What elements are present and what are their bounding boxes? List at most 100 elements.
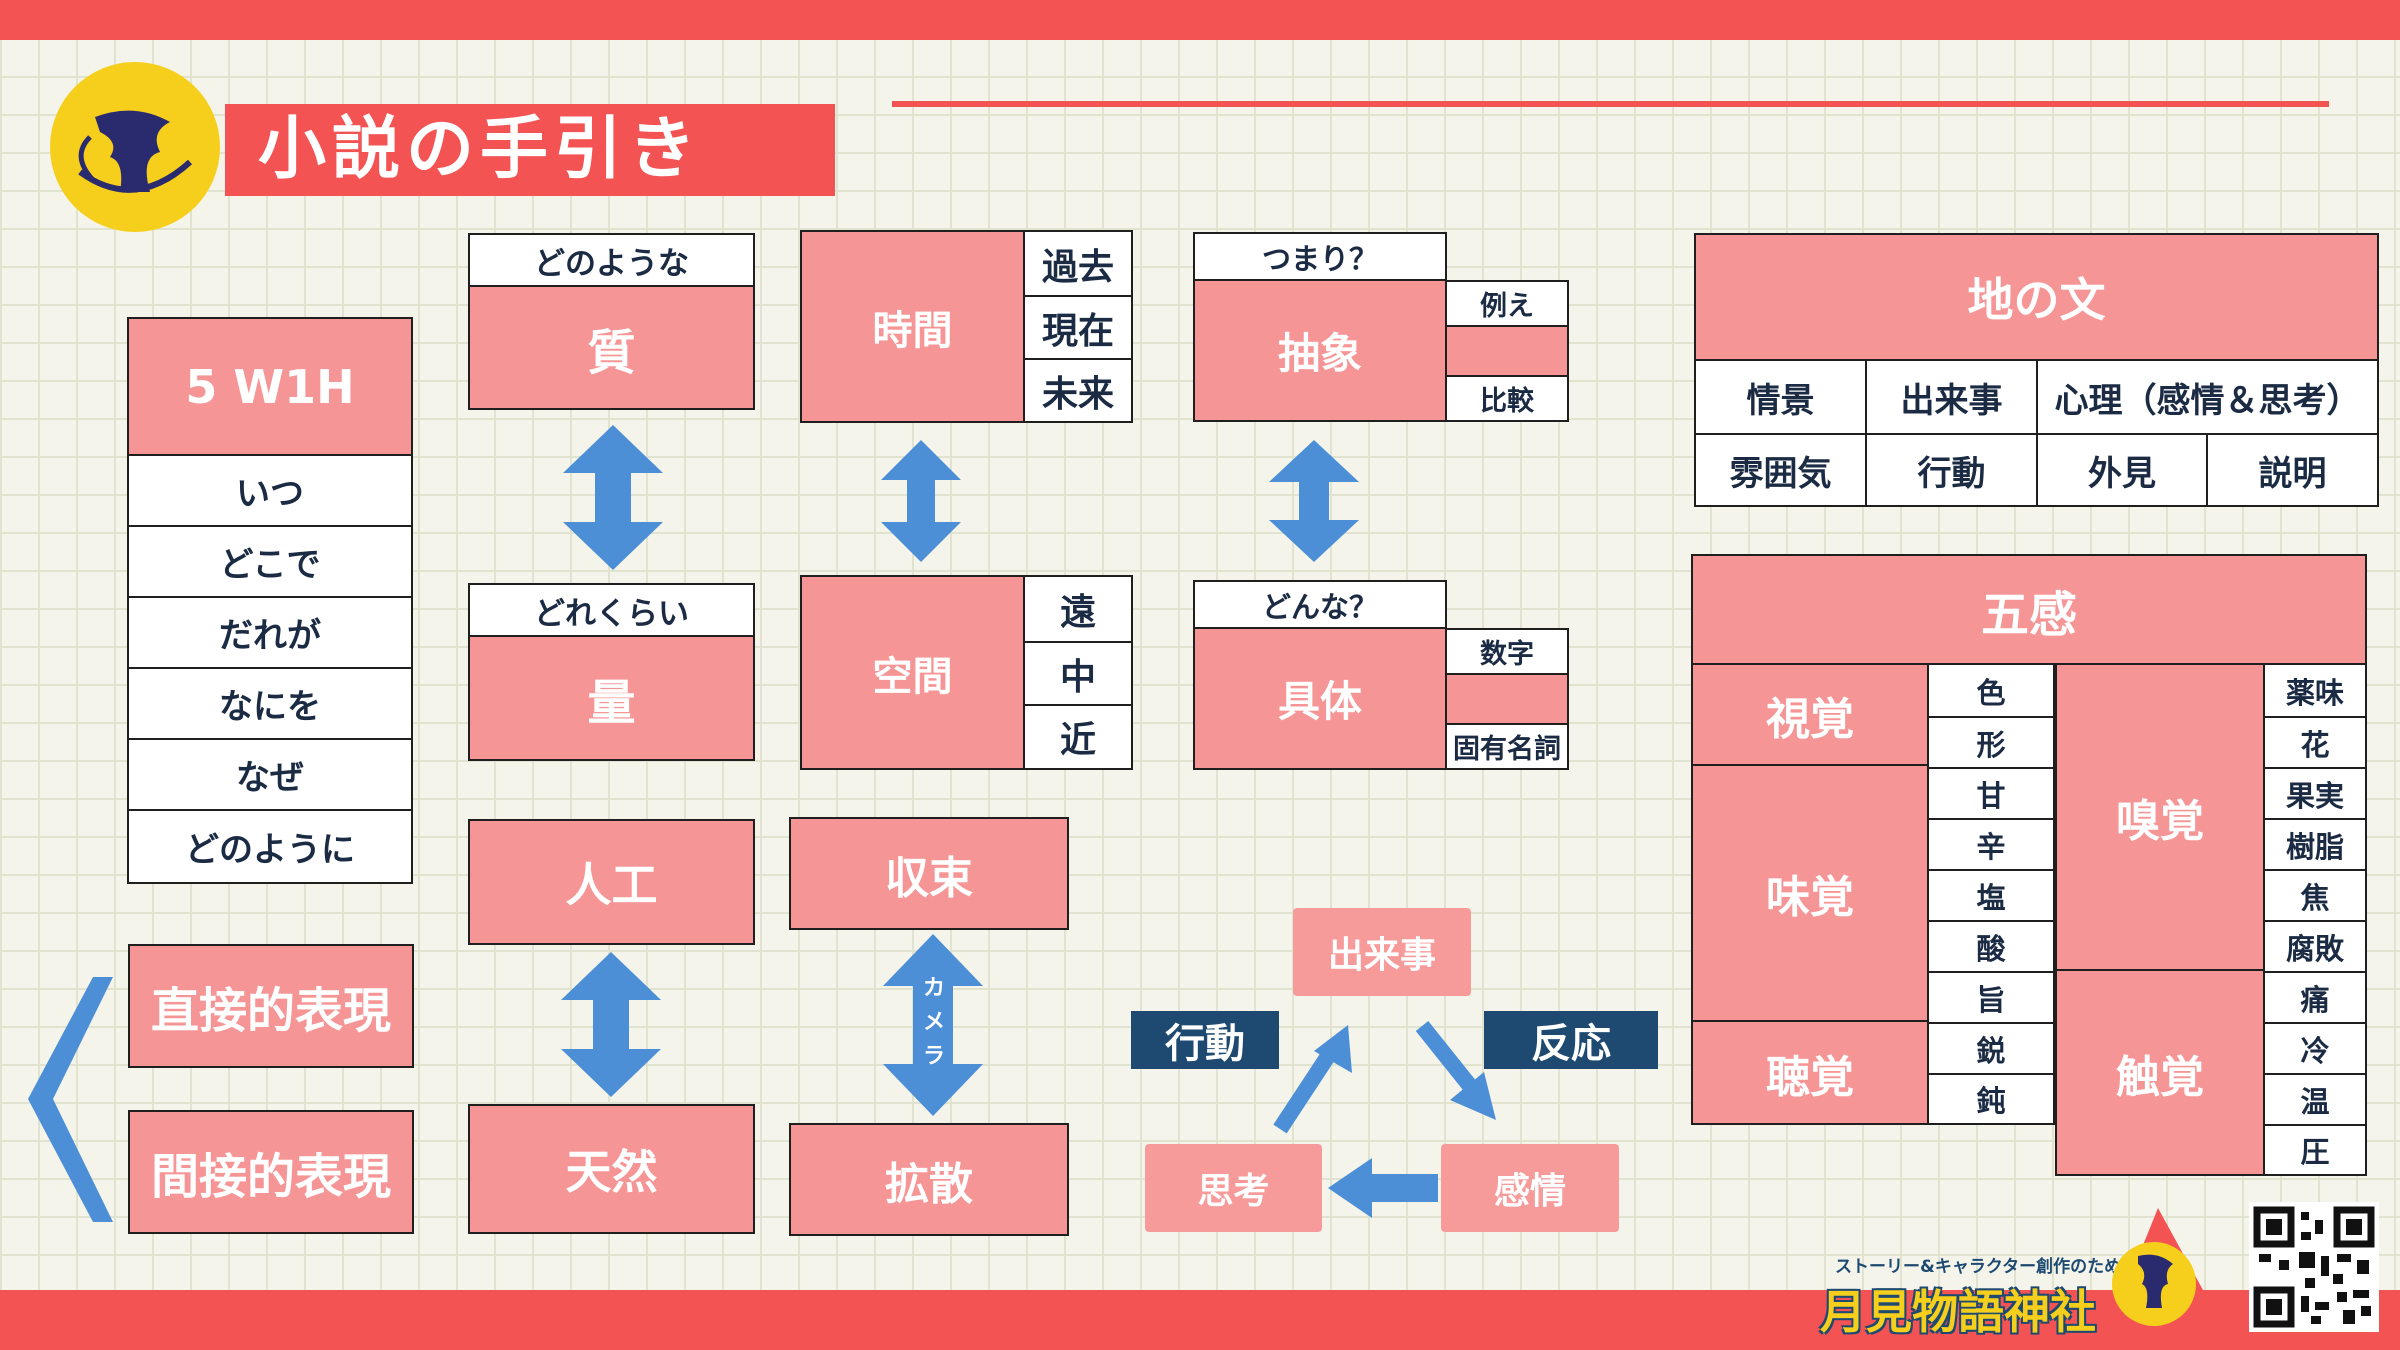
w5h1-item: どのように — [129, 809, 411, 882]
space-item: 遠 — [1025, 577, 1131, 641]
camera-char: メ — [922, 1010, 945, 1035]
narrative-cell: 行動 — [1867, 433, 2038, 505]
top-band — [0, 0, 2400, 40]
narrative-cell: 外見 — [2038, 433, 2208, 505]
time-item: 過去 — [1025, 232, 1131, 295]
narrative-table: 地の文 情景 出来事 心理（感情＆思考） 雰囲気 行動 外見 説明 — [1694, 233, 2379, 507]
camera-label: カ メ ラ — [918, 972, 950, 1074]
cycle-event: 出来事 — [1293, 908, 1471, 996]
arrow-left-icon — [1328, 1158, 1438, 1218]
camera-char: カ — [922, 976, 945, 1001]
taste-item: 甘 — [1929, 767, 2053, 818]
double-arrow-icon — [563, 425, 663, 570]
direct-expression: 直接的表現 — [128, 944, 414, 1068]
time-box: 時間 過去 現在 未来 — [800, 230, 1133, 423]
title-bar — [225, 104, 835, 196]
smell-item: 腐敗 — [2265, 920, 2365, 971]
quantity-box: どれくらい 量 — [468, 583, 755, 761]
arrow-down-right-icon — [1415, 1021, 1496, 1120]
time-label: 時間 — [802, 232, 1025, 421]
converge-box: 収束 — [789, 817, 1069, 930]
bracket-icon — [28, 977, 113, 1222]
narrative-cell: 説明 — [2208, 433, 2377, 505]
brand-name: 月見物語神社 — [1820, 1285, 2096, 1339]
touch-label: 触覚 — [2057, 971, 2265, 1174]
abstract-item: 比較 — [1447, 375, 1567, 420]
brand-tagline: ストーリー&キャラクター創作のための — [1835, 1257, 2139, 1277]
diverge-box: 拡散 — [789, 1123, 1069, 1236]
space-box: 空間 遠 中 近 — [800, 575, 1133, 770]
cycle-reaction: 反応 — [1484, 1011, 1658, 1069]
abstract-box: つまり？ 抽象 — [1193, 232, 1447, 422]
w5h1-item: いつ — [129, 454, 411, 525]
concrete-item: 数字 — [1447, 630, 1567, 675]
taste-item: 酸 — [1929, 920, 2053, 971]
cycle-thought: 思考 — [1145, 1144, 1322, 1232]
camera-char: ラ — [922, 1044, 945, 1069]
smell-item: 果実 — [2265, 767, 2365, 818]
cycle-emotion: 感情 — [1441, 1144, 1619, 1232]
space-item: 近 — [1025, 704, 1131, 768]
double-arrow-icon — [881, 440, 961, 562]
sight-item: 色 — [1929, 665, 2053, 716]
abstract-top: つまり？ — [1195, 234, 1445, 281]
qr-code-icon — [2249, 1202, 2379, 1332]
smell-item: 焦 — [2265, 869, 2365, 920]
sight-label: 視覚 — [1693, 665, 1929, 766]
brand-logo-icon — [2108, 1208, 2226, 1332]
hearing-item: 鈍 — [1929, 1073, 2053, 1123]
w5h1-table: 5 W1H いつ どこで だれが なにを なぜ どのように — [127, 317, 413, 884]
narrative-title: 地の文 — [1696, 235, 2377, 359]
space-label: 空間 — [802, 577, 1025, 768]
quality-box: どのような 質 — [468, 233, 755, 410]
narrative-cell: 心理（感情＆思考） — [2038, 359, 2377, 433]
taste-item: 旨 — [1929, 971, 2053, 1022]
logo — [50, 62, 220, 232]
cycle-action: 行動 — [1131, 1011, 1279, 1069]
abstract-side: 例え 比較 — [1445, 280, 1569, 422]
w5h1-item: なにを — [129, 667, 411, 738]
page-title: 小説の手引き — [258, 110, 703, 189]
concrete-box: どんな？ 具体 — [1193, 580, 1447, 770]
taste-item: 塩 — [1929, 869, 2053, 920]
fox-icon — [78, 110, 193, 193]
concrete-side: 数字 固有名詞 — [1445, 628, 1569, 770]
space-item: 中 — [1025, 641, 1131, 704]
concrete-top: どんな？ — [1195, 582, 1445, 629]
touch-item: 圧 — [2265, 1124, 2365, 1174]
arrow-up-right-icon — [1273, 1025, 1352, 1134]
double-arrow-icon — [883, 934, 983, 1116]
quality-label: 質 — [470, 287, 753, 408]
narrative-cell: 出来事 — [1867, 359, 2038, 433]
touch-item: 温 — [2265, 1073, 2365, 1124]
w5h1-item: だれが — [129, 596, 411, 667]
natural-box: 天然 — [468, 1104, 755, 1234]
smell-item: 花 — [2265, 716, 2365, 767]
hearing-item: 鋭 — [1929, 1022, 2053, 1073]
sight-item: 形 — [1929, 716, 2053, 767]
w5h1-item: なぜ — [129, 738, 411, 809]
header-rule — [892, 101, 2329, 107]
time-item: 現在 — [1025, 295, 1131, 358]
smell-label: 嗅覚 — [2057, 665, 2265, 971]
indirect-expression: 間接的表現 — [128, 1110, 414, 1234]
smell-item: 薬味 — [2265, 665, 2365, 716]
w5h1-item: どこで — [129, 525, 411, 596]
concrete-item: 固有名詞 — [1447, 723, 1567, 768]
quantity-top: どれくらい — [470, 585, 753, 637]
quantity-label: 量 — [470, 637, 753, 759]
w5h1-title: 5 W1H — [129, 319, 411, 454]
taste-item: 辛 — [1929, 818, 2053, 869]
senses-right: 嗅覚 触覚 薬味 花 果実 樹脂 焦 腐敗 痛 冷 温 圧 — [2055, 663, 2367, 1176]
senses-title: 五感 — [1691, 554, 2367, 665]
senses-left: 視覚 味覚 聴覚 色 形 甘 辛 塩 酸 旨 鋭 鈍 — [1691, 663, 2055, 1125]
concrete-label: 具体 — [1195, 629, 1445, 768]
artificial-box: 人工 — [468, 819, 755, 945]
hearing-label: 聴覚 — [1693, 1022, 1929, 1123]
abstract-label: 抽象 — [1195, 281, 1445, 420]
touch-item: 冷 — [2265, 1022, 2365, 1073]
smell-item: 樹脂 — [2265, 818, 2365, 869]
double-arrow-icon — [561, 952, 661, 1097]
touch-item: 痛 — [2265, 971, 2365, 1022]
abstract-item: 例え — [1447, 282, 1567, 327]
